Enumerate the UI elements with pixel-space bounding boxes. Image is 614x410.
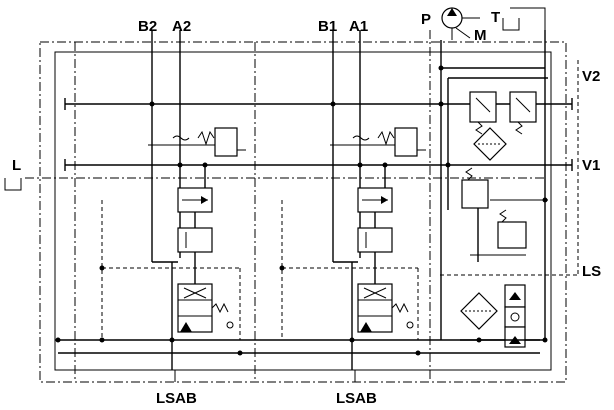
inlet-section xyxy=(440,30,548,348)
section-b1-a1 xyxy=(281,30,426,382)
port-label-l: L xyxy=(12,157,21,174)
port-label-p: P xyxy=(421,11,431,28)
port-label-v1: V1 xyxy=(582,157,600,174)
port-label-ls: LS xyxy=(582,263,601,280)
port-label-t: T xyxy=(491,9,500,26)
pump-icon xyxy=(441,7,480,40)
inner-housing xyxy=(54,51,552,371)
compensator-valve-2 xyxy=(394,127,418,157)
tank-icon-l xyxy=(4,178,22,191)
housing-outline xyxy=(39,41,567,383)
directional-valve-2 xyxy=(357,283,393,333)
port-label-v2: V2 xyxy=(582,68,600,85)
pressure-compensator xyxy=(497,221,527,249)
relief-valve-v2-a xyxy=(469,91,497,123)
relief-valve-v2-b xyxy=(509,91,537,123)
port-label-b1: B1 xyxy=(318,18,337,35)
relief-valve-v1 xyxy=(461,179,489,209)
directional-valve-1 xyxy=(177,283,213,333)
port-label-a2: A2 xyxy=(172,18,191,35)
port-label-lsab-2: LSAB xyxy=(336,390,377,407)
port-label-a1: A1 xyxy=(349,18,368,35)
junction-dots xyxy=(55,65,548,356)
port-label-b2: B2 xyxy=(138,18,157,35)
tank-icon xyxy=(502,7,546,31)
port-label-lsab-1: LSAB xyxy=(156,390,197,407)
v1-gallery xyxy=(64,159,573,171)
port-label-m: M xyxy=(474,27,487,44)
compensator-valve-1 xyxy=(214,127,238,157)
section-b2-a2 xyxy=(101,30,246,382)
